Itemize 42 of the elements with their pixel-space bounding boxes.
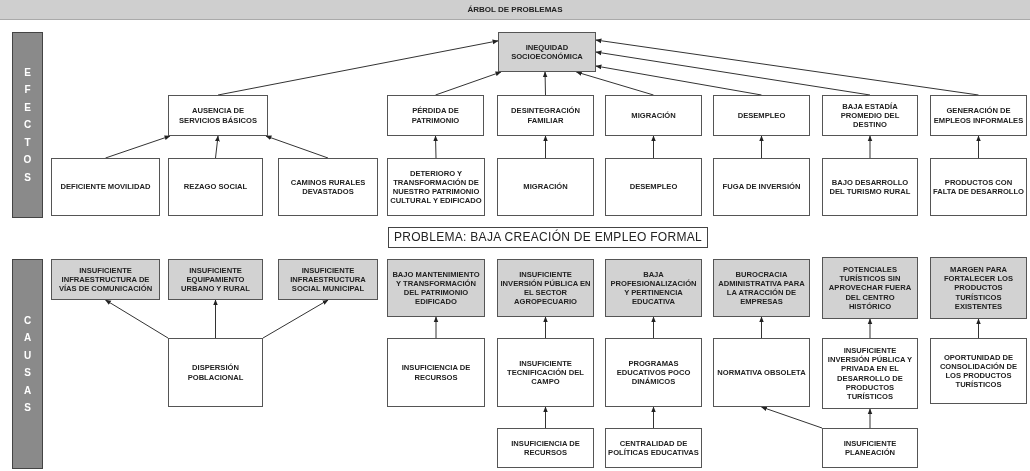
arrow	[435, 71, 502, 96]
arrow	[213, 299, 218, 339]
arrow	[867, 135, 873, 159]
arrow	[105, 135, 171, 159]
section-band	[12, 259, 43, 469]
arrow	[867, 408, 873, 429]
vertical-heading: EFECTOS	[22, 65, 33, 185]
vertical-heading: CAUSAS	[22, 313, 33, 415]
cause-box	[822, 257, 918, 319]
node-text: PROBLEMA: BAJA CREACIÓN DE EMPLEO FORMAL	[393, 230, 703, 245]
arrow	[575, 71, 654, 96]
arrow	[651, 316, 656, 339]
cause-box	[168, 259, 263, 300]
section-band	[12, 32, 43, 218]
arrow	[265, 135, 329, 159]
cause-box	[51, 259, 160, 300]
arrow	[105, 299, 169, 339]
title: ÁRBOL DE PROBLEMAS	[467, 5, 563, 14]
cause-box	[498, 32, 596, 72]
arrow	[759, 135, 764, 159]
arrow	[433, 316, 439, 339]
arrow	[543, 135, 548, 159]
arrow	[760, 406, 823, 429]
arrow	[759, 316, 764, 339]
problem-box	[388, 227, 708, 248]
arrow	[976, 318, 981, 339]
cause-box	[497, 259, 594, 317]
cause-box	[387, 259, 485, 317]
cause-box	[605, 259, 702, 317]
arrow	[976, 135, 981, 159]
cause-box	[713, 259, 810, 317]
arrow	[215, 135, 220, 159]
arrow	[651, 135, 656, 159]
arrow	[651, 406, 656, 429]
arrow	[543, 316, 548, 339]
arrow	[542, 71, 548, 96]
arrow	[543, 406, 548, 429]
arrow	[262, 299, 329, 339]
cause-box	[278, 259, 378, 300]
arrow	[433, 135, 438, 159]
arrow	[867, 318, 873, 339]
cause-box	[930, 257, 1027, 319]
